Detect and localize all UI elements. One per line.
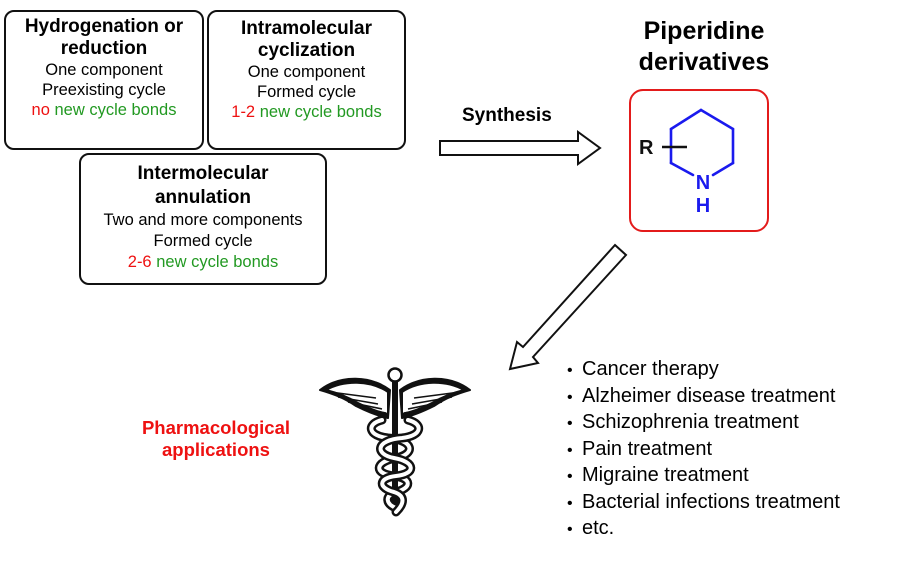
right-wing xyxy=(399,377,471,419)
bullet: • xyxy=(567,468,573,485)
serpents xyxy=(367,415,423,517)
bonds-count: no xyxy=(31,101,50,119)
pharmacological-applications-label: Pharmacological applications xyxy=(126,417,306,461)
method-title-line: Hydrogenation or xyxy=(24,16,184,37)
method-box-intramolecular: Intramolecular cyclization One component… xyxy=(207,10,406,150)
list-item: • Alzheimer disease treatment xyxy=(567,384,840,411)
list-item-text: Bacterial infections treatment xyxy=(582,490,840,513)
piperidine-structure: R N H xyxy=(639,108,735,217)
bullet: • xyxy=(567,362,573,379)
list-item: • etc. xyxy=(567,516,840,543)
list-item-text: Alzheimer disease treatment xyxy=(582,384,836,407)
bullet: • xyxy=(567,415,573,432)
method-title-line: annulation xyxy=(154,187,252,208)
list-item: • Bacterial infections treatment xyxy=(567,490,840,517)
caduceus-icon xyxy=(319,367,471,517)
bonds-text: new cycle bonds xyxy=(156,253,279,271)
method-components: Two and more components xyxy=(103,211,303,229)
method-components: One component xyxy=(45,61,163,79)
bullet: • xyxy=(567,521,573,538)
label-line: applications xyxy=(162,439,270,460)
list-item: • Cancer therapy xyxy=(567,357,840,384)
applications-arrow-icon xyxy=(508,243,628,371)
list-item-text: Schizophrenia treatment xyxy=(582,411,799,433)
method-cycle: Formed cycle xyxy=(256,83,357,101)
bullet: • xyxy=(567,494,573,512)
method-title-line: reduction xyxy=(60,38,148,59)
method-box-hydrogenation: Hydrogenation or reduction One component… xyxy=(4,10,204,150)
nitrogen-label: N xyxy=(696,172,710,194)
bonds-text: new cycle bonds xyxy=(54,101,177,119)
method-cycle: Formed cycle xyxy=(153,232,253,250)
method-cycle: Preexisting cycle xyxy=(42,81,166,99)
label-line: Pharmacological xyxy=(141,417,291,438)
ring-bond xyxy=(699,108,735,131)
method-title-line: cyclization xyxy=(257,40,356,61)
product-title: Piperidine derivatives xyxy=(604,16,804,78)
method-title-line: Intermolecular xyxy=(137,163,269,184)
list-item: • Pain treatment xyxy=(567,437,840,464)
ring-bond xyxy=(669,161,695,177)
list-item-text: etc. xyxy=(582,517,615,539)
product-structure-box xyxy=(629,89,769,232)
product-title-line: Piperidine xyxy=(643,17,765,45)
left-wing xyxy=(319,377,391,419)
list-item: • Migraine treatment xyxy=(567,463,840,490)
list-item: • Schizophrenia treatment xyxy=(567,410,840,437)
bonds-count: 1-2 xyxy=(231,103,256,121)
method-bonds: no new cycle bonds xyxy=(6,100,202,120)
list-item-text: Pain treatment xyxy=(582,437,713,460)
hydrogen-label: H xyxy=(696,195,710,217)
piperidine-ring xyxy=(669,108,735,177)
ring-bond xyxy=(711,161,735,177)
method-box-intermolecular: Intermolecular annulation Two and more c… xyxy=(79,153,327,285)
substituent-label: R xyxy=(639,137,654,159)
method-components: One component xyxy=(247,63,366,81)
product-title-line: derivatives xyxy=(638,48,770,76)
bullet: • xyxy=(567,441,573,459)
list-item-text: Migraine treatment xyxy=(582,464,749,486)
ring-bond xyxy=(669,108,703,131)
bonds-count: 2-6 xyxy=(127,253,152,271)
method-bonds: 1-2 new cycle bonds xyxy=(209,102,404,122)
bonds-text: new cycle bonds xyxy=(259,103,382,121)
synthesis-arrow-icon xyxy=(439,130,602,166)
synthesis-label: Synthesis xyxy=(462,105,552,126)
method-title-line: Intramolecular xyxy=(241,18,372,39)
method-bonds: 2-6 new cycle bonds xyxy=(81,252,325,273)
applications-list: • Cancer therapy • Alzheimer disease treat… xyxy=(567,357,840,543)
list-item-text: Cancer therapy xyxy=(582,358,719,380)
bullet: • xyxy=(567,388,573,406)
